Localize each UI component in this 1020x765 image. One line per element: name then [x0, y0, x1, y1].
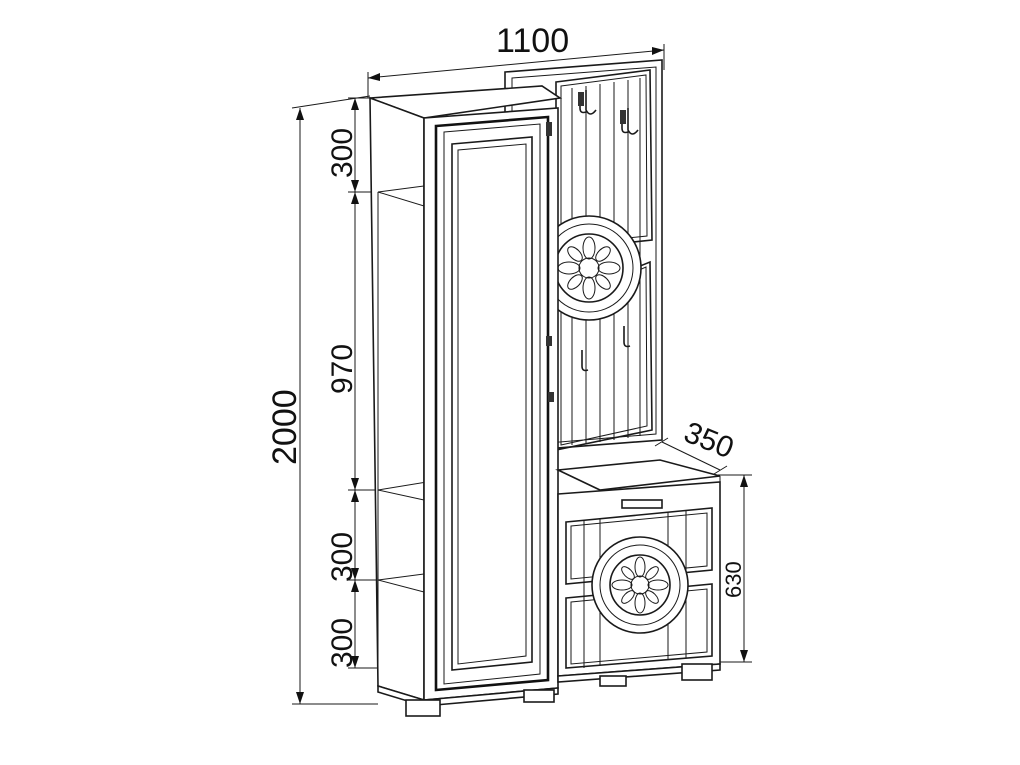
bottom-section-label: 300 [326, 618, 359, 668]
total-height-label: 2000 [266, 389, 304, 465]
bench-height-label: 630 [721, 561, 746, 598]
top-section-label: 300 [326, 128, 359, 178]
lower-section-label: 300 [326, 532, 359, 582]
wardrobe [369, 85, 563, 717]
middle-section-label: 970 [326, 344, 359, 394]
bench-depth-label: 350 [679, 416, 738, 465]
width-label: 1100 [496, 22, 569, 60]
section-dimensions: 300 970 300 300 [326, 97, 384, 669]
height-dimension: 2000 [266, 95, 378, 705]
bench-height-dimension: 630 [712, 474, 752, 663]
bench-cabinet [555, 459, 721, 687]
width-dimension: 1100 [367, 22, 665, 98]
